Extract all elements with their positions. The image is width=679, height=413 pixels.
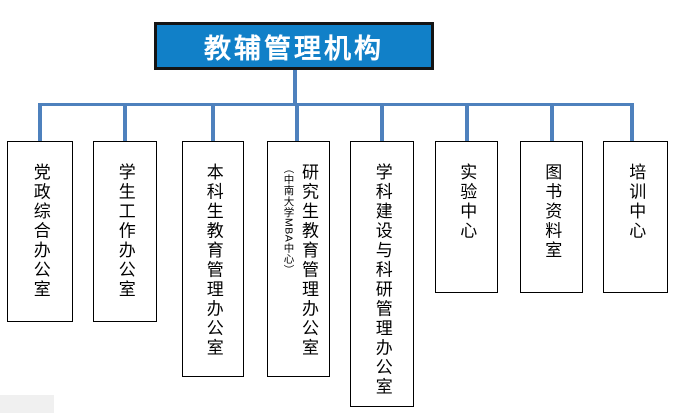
- unit-party-admin-office: 党政综合办公室: [7, 141, 73, 322]
- unit-label: 学科建设与科研管理办公室: [372, 163, 392, 397]
- unit-training-center: 培训中心: [603, 141, 668, 293]
- unit-student-affairs-office: 学生工作办公室: [93, 141, 157, 322]
- unit-library-reference-room: 图书资料室: [520, 141, 583, 293]
- connector-drop-7: [550, 103, 554, 142]
- unit-discipline-research-office: 学科建设与科研管理办公室: [350, 141, 414, 407]
- root-node: 教辅管理机构: [154, 22, 434, 70]
- connector-drop-5: [380, 103, 384, 142]
- unit-label: 图书资料室: [542, 163, 562, 261]
- unit-experiment-center: 实验中心: [435, 141, 498, 293]
- connector-drop-8: [630, 103, 634, 142]
- connector-drop-2: [123, 103, 127, 142]
- connector-drop-6: [465, 103, 469, 142]
- unit-label: 研究生教育管理办公室 （中南大学MBA中心）: [279, 163, 319, 376]
- connector-drop-1: [38, 103, 42, 142]
- unit-graduate-education-office: 研究生教育管理办公室 （中南大学MBA中心）: [267, 141, 330, 377]
- unit-label: 本科生教育管理办公室: [203, 163, 223, 358]
- unit-label: 学生工作办公室: [115, 163, 135, 300]
- unit-label: 党政综合办公室: [30, 163, 50, 300]
- unit-label-sub: （中南大学MBA中心）: [282, 163, 295, 276]
- unit-label: 实验中心: [457, 163, 477, 241]
- root-node-label: 教辅管理机构: [204, 33, 384, 64]
- connector-drop-3: [211, 103, 215, 142]
- unit-label: 培训中心: [626, 163, 646, 241]
- connector-horizontal: [38, 103, 634, 106]
- watermark-corner-shape: [0, 395, 54, 413]
- connector-root-stem: [293, 70, 297, 105]
- unit-undergrad-education-office: 本科生教育管理办公室: [182, 141, 244, 377]
- connector-drop-4: [295, 103, 299, 142]
- unit-label-main: 研究生教育管理办公室: [299, 163, 319, 358]
